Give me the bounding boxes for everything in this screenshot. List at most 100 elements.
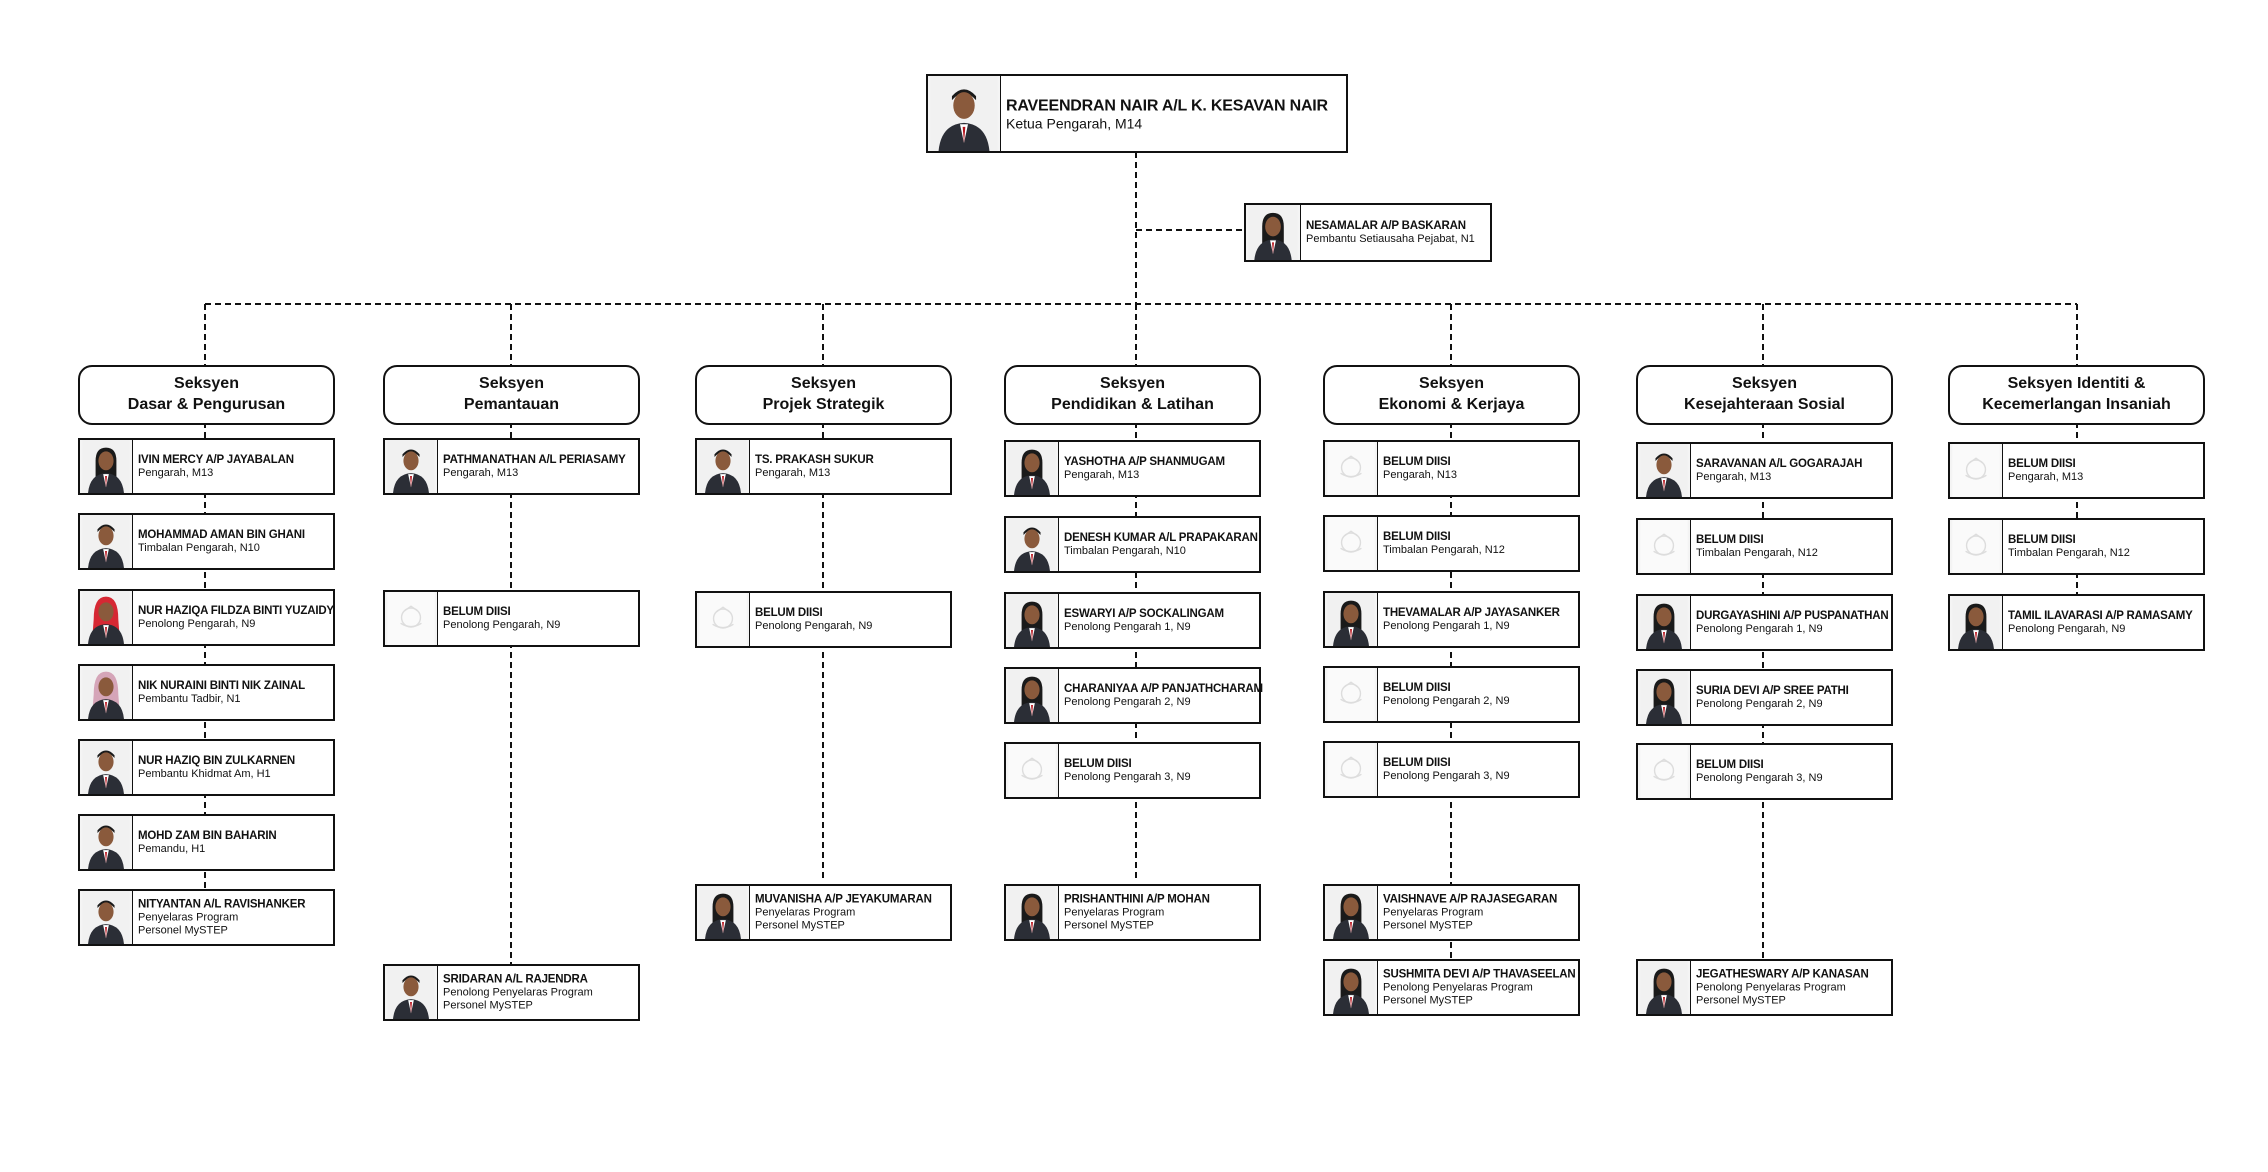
staff-name: SURIA DEVI A/P SREE PATHI (1696, 684, 1849, 697)
staff-position: Penolong Pengarah 2, N9 (1696, 698, 1823, 711)
staff-name: BELUM DIISI (2008, 533, 2076, 546)
staff-position: Pengarah, N13 (1383, 469, 1457, 482)
staff-position: Pengarah, M13 (443, 467, 519, 480)
staff-photo (1006, 886, 1059, 939)
staff-photo (80, 741, 133, 794)
staff-name: BELUM DIISI (1383, 530, 1451, 543)
staff-name: SRIDARAN A/L RAJENDRA (443, 972, 588, 985)
crest-placeholder-icon (1638, 520, 1691, 573)
staff-photo (1325, 593, 1378, 646)
staff-name: NUR HAZIQA FILDZA BINTI YUZAIDY (138, 604, 334, 617)
crest-placeholder-icon (1325, 517, 1378, 570)
staff-photo (385, 966, 438, 1019)
staff-name: BELUM DIISI (1064, 757, 1132, 770)
staff-position: Pembantu Khidmat Am, H1 (138, 768, 271, 781)
staff-position: Pengarah, M13 (1696, 471, 1772, 484)
staff-name: THEVAMALAR A/P JAYASANKER (1383, 606, 1560, 619)
section-title-line2: Dasar & Pengurusan (127, 396, 286, 413)
staff-name: BELUM DIISI (1383, 756, 1451, 769)
section-title-line1: Seksyen (791, 375, 856, 393)
staff-position: Pengarah, M13 (755, 467, 831, 480)
staff-position: Penolong Pengarah 1, N9 (1064, 621, 1191, 634)
staff-position: Pengarah, M13 (2008, 471, 2084, 484)
section-title-line1: Seksyen (1100, 375, 1165, 393)
staff-position: Penolong Penyelaras Program (1383, 981, 1533, 994)
staff-photo (80, 515, 133, 568)
crest-placeholder-icon (1950, 520, 2003, 573)
staff-name: BELUM DIISI (2008, 457, 2076, 470)
staff-name: BELUM DIISI (443, 605, 511, 618)
staff-position: Penyelaras Program (1064, 906, 1165, 919)
staff-name: NITYANTAN A/L RAVISHANKER (138, 897, 306, 910)
staff-name: PRISHANTHINI A/P MOHAN (1064, 892, 1210, 905)
staff-position: Penolong Pengarah 1, N9 (1696, 623, 1823, 636)
staff-name: NESAMALAR A/P BASKARAN (1306, 219, 1466, 232)
staff-name: IVIN MERCY A/P JAYABALAN (138, 453, 294, 466)
staff-photo (80, 440, 133, 493)
staff-position: Penolong Pengarah, N9 (443, 619, 561, 632)
staff-photo (80, 816, 133, 869)
section-title-line2: Kesejahteraan Sosial (1684, 396, 1845, 413)
staff-position-secondary: Personel MySTEP (755, 919, 845, 932)
staff-name: DENESH KUMAR A/L PRAPAKARAN (1064, 531, 1258, 544)
staff-position: Timbalan Pengarah, N10 (138, 542, 260, 555)
staff-name: CHARANIYAA A/P PANJATHCHARAM (1064, 682, 1263, 695)
staff-name: ESWARYI A/P SOCKALINGAM (1064, 607, 1224, 620)
staff-position: Penolong Pengarah, N9 (138, 618, 256, 631)
staff-name: YASHOTHA A/P SHANMUGAM (1064, 455, 1225, 468)
section-title-line1: Seksyen (1732, 375, 1797, 393)
staff-position: Timbalan Pengarah, N10 (1064, 545, 1186, 558)
staff-photo (1006, 669, 1059, 722)
staff-position: Pembantu Setiausaha Pejabat, N1 (1306, 233, 1475, 246)
section-title-line2: Ekonomi & Kerjaya (1378, 396, 1525, 413)
staff-position: Penyelaras Program (138, 911, 239, 924)
staff-photo (697, 440, 750, 493)
staff-photo (1638, 671, 1691, 724)
staff-position: Penolong Pengarah 2, N9 (1383, 695, 1510, 708)
section-title-line2: Projek Strategik (762, 396, 885, 413)
staff-position: Penolong Penyelaras Program (1696, 981, 1846, 994)
staff-position: Penolong Pengarah 3, N9 (1696, 772, 1823, 785)
staff-name: TAMIL ILAVARASI A/P RAMASAMY (2008, 609, 2193, 622)
crest-placeholder-icon (1325, 668, 1378, 721)
staff-name: SARAVANAN A/L GOGARAJAH (1696, 457, 1863, 470)
